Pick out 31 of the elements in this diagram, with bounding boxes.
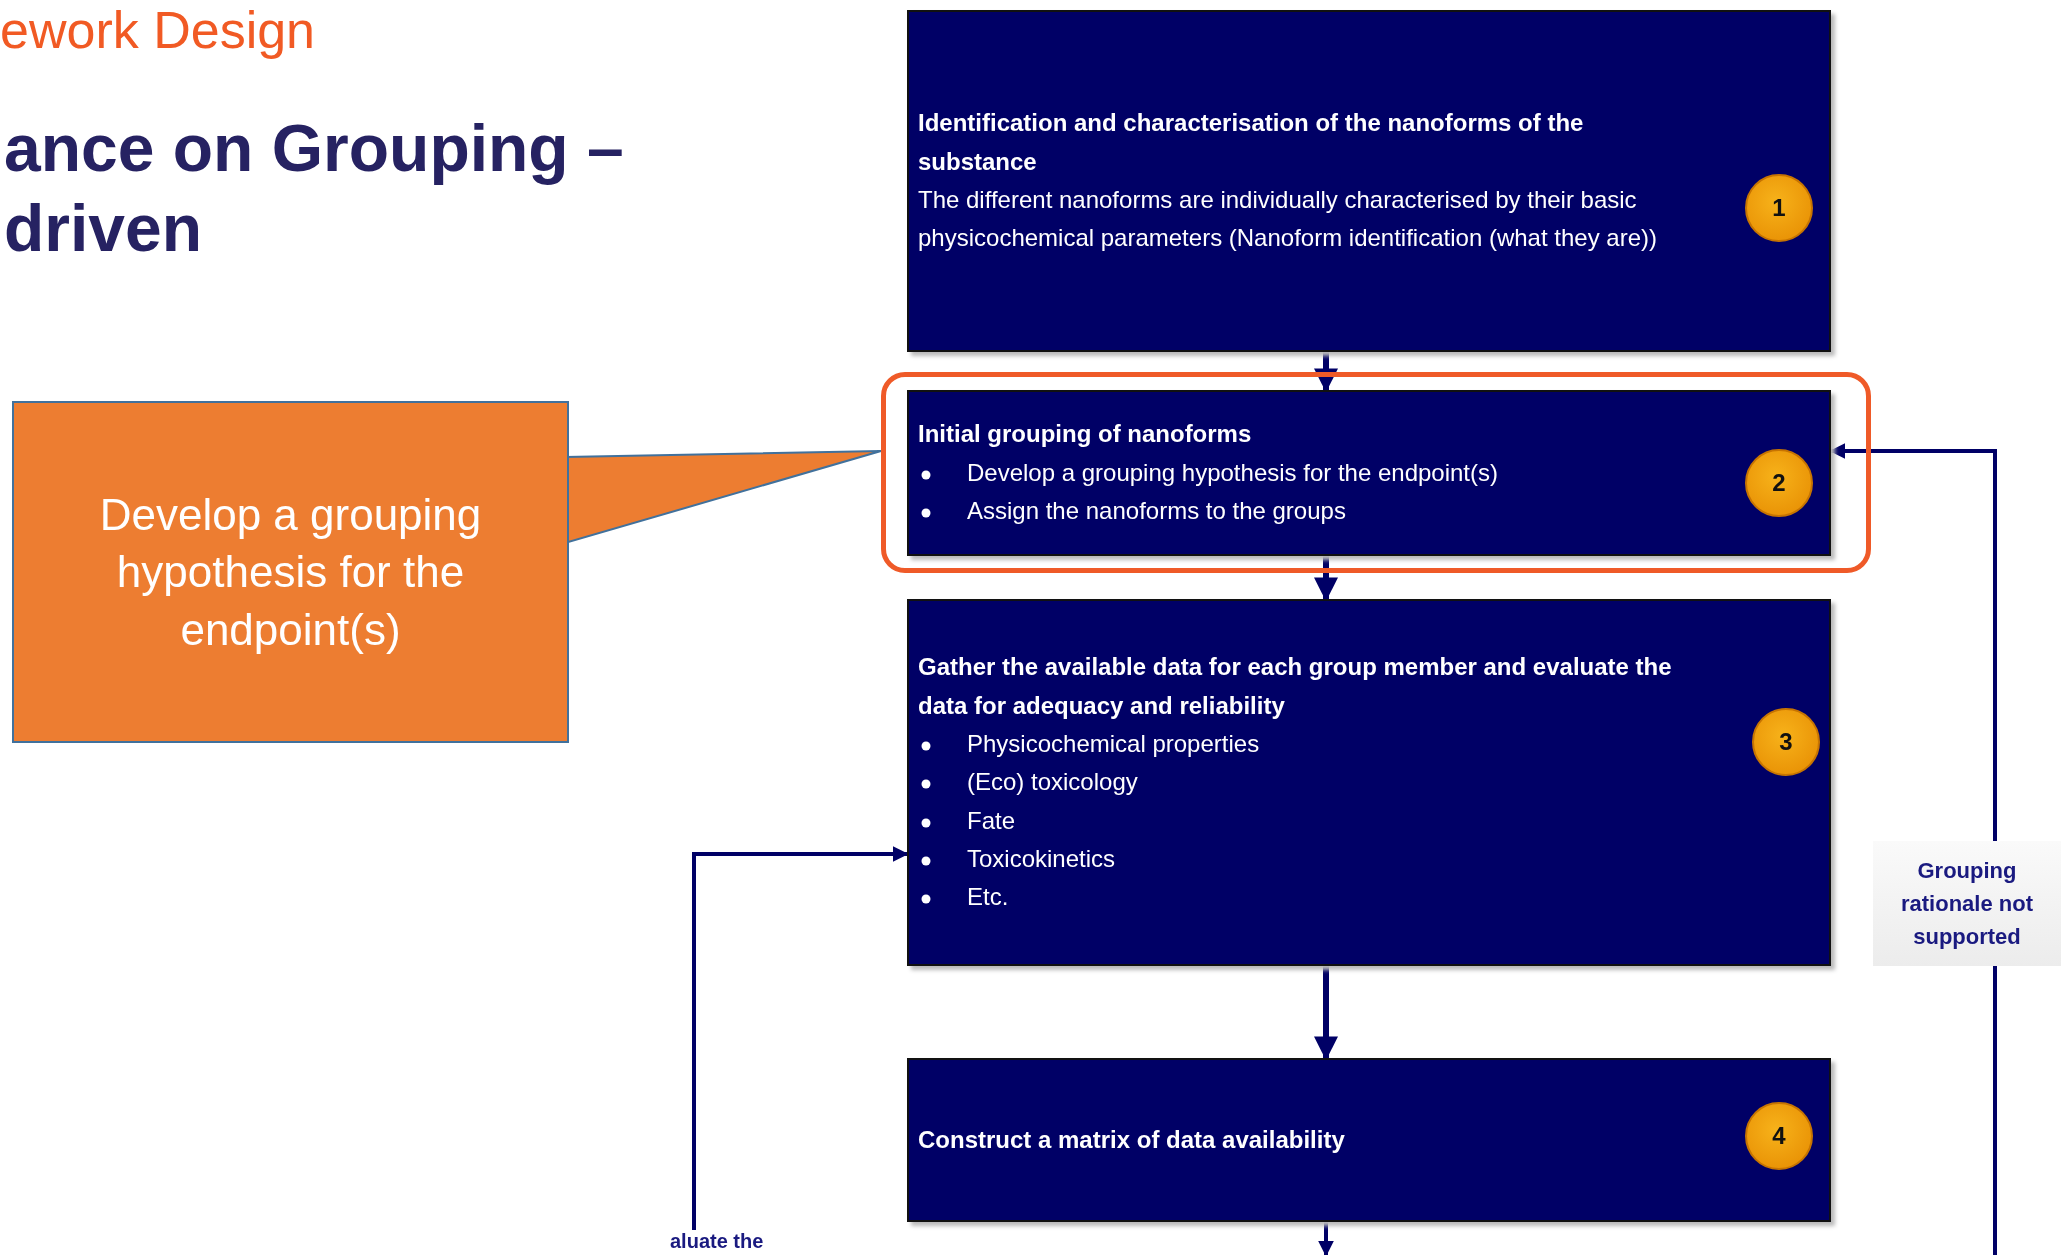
arrow	[692, 846, 909, 1230]
slide-title: ance on Grouping – driven	[4, 110, 625, 267]
arrow	[1314, 352, 1338, 393]
bullet-item: Toxicokinetics	[967, 845, 1116, 873]
highlight-frame	[881, 372, 1871, 573]
bullet-item: Fate	[967, 806, 1016, 834]
step-number-badge: 4	[1745, 1102, 1813, 1170]
step-heading: Gather the available data for each group member and evaluate the data for adequacy and reliability	[918, 652, 1673, 721]
arrow	[1318, 1222, 1334, 1255]
section-heading: ework Design	[0, 2, 316, 60]
step-heading: Identification and characterisation of the nanoforms of the substance	[918, 108, 1585, 177]
step-number-badge: 1	[1745, 174, 1813, 242]
step-heading: Construct a matrix of data availability	[918, 1124, 1346, 1155]
arrow	[1314, 556, 1338, 602]
note-text: aluate the	[670, 1230, 790, 1254]
arrow	[1314, 966, 1338, 1061]
step-number-badge: 2	[1745, 449, 1813, 517]
process-box	[907, 599, 1831, 966]
bullet-item: Develop a grouping hypothesis for the endpoint(s)	[967, 458, 1498, 486]
process-box	[907, 1058, 1831, 1222]
step-description: The different nanoforms are individually characterised by their basic physicochemical parameters (Nanoform identification (what they are))	[918, 185, 1658, 254]
bullet-item: (Eco) toxicology	[967, 768, 1138, 796]
bullet-item: Physicochemical properties	[967, 729, 1260, 757]
step-heading: Initial grouping of nanoforms	[918, 419, 1253, 450]
bullet-item: Etc.	[967, 883, 1009, 911]
callout-box: Develop a grouping hypothesis for the endpoint(s)	[12, 401, 569, 743]
step-number-badge: 3	[1752, 708, 1820, 776]
process-box	[907, 10, 1831, 352]
edge-label: Grouping rationale not supported	[1873, 841, 2061, 966]
process-box	[907, 390, 1831, 556]
bullet-item: Assign the nanoforms to the groups	[967, 497, 1346, 525]
